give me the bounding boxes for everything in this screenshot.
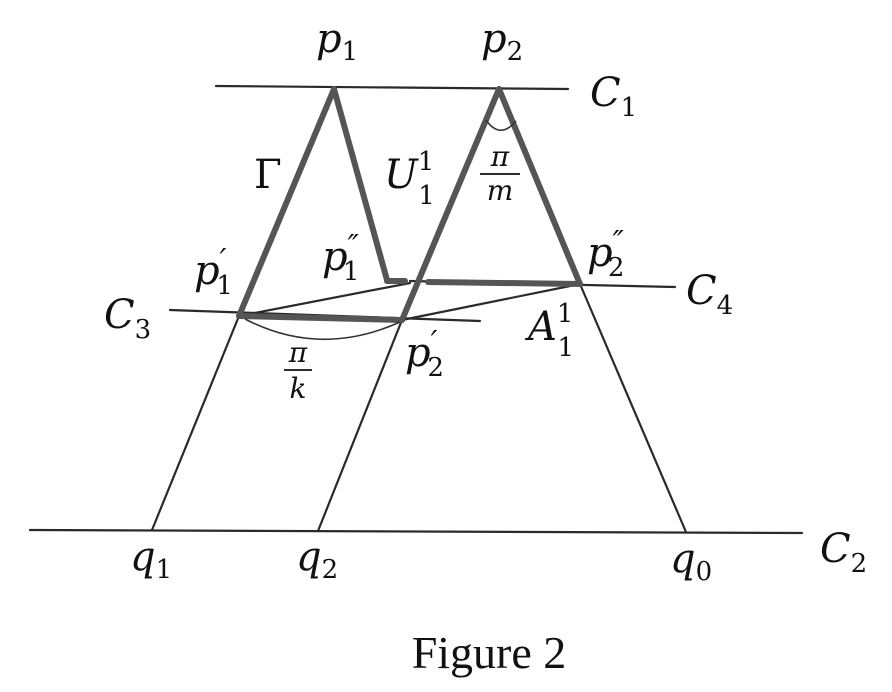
label-p2-prime: p′2	[405, 325, 444, 383]
label-c3: C3	[104, 292, 151, 345]
angle-arc-pi-m	[485, 119, 517, 132]
label-c1: C1	[590, 70, 637, 123]
figure-caption: Figure 2	[412, 627, 567, 678]
line-p2dprime-q0	[578, 282, 688, 534]
label-c4: C4	[686, 268, 733, 321]
label-q1: q1	[130, 534, 172, 585]
edge-p1prime-p2prime	[236, 313, 405, 323]
angle-pi-k-numerator: π	[288, 336, 308, 369]
label-gamma: Γ	[254, 152, 282, 198]
angle-label-pi-m: π m	[480, 140, 520, 207]
label-c2: C2	[820, 526, 867, 579]
line-p1prime-q1	[150, 314, 241, 532]
label-p2: p2	[481, 16, 523, 67]
angle-arc-pi-k	[244, 318, 401, 341]
line-p1prime-p1dprime	[237, 281, 412, 318]
label-p2-dprime: p″2	[587, 225, 625, 283]
angle-pi-k-denominator: k	[290, 372, 307, 405]
label-q0: q0	[670, 536, 712, 587]
label-p1-prime: p′1	[194, 243, 233, 301]
angle-pi-m-denominator: m	[487, 174, 514, 207]
edge-p2-p2prime	[399, 86, 502, 323]
line-c2	[28, 528, 804, 535]
edge-p2-p2dprime	[496, 86, 583, 287]
line-c1	[214, 84, 570, 91]
edge-p1-p1dprime	[331, 86, 390, 283]
edge-c4-segment	[425, 279, 583, 287]
label-q2: q2	[296, 534, 338, 585]
angle-pi-m-numerator: π	[490, 140, 510, 173]
label-p1: p1	[316, 16, 358, 67]
line-p2prime-p2dprime	[400, 282, 582, 322]
edge-gamma-p1-p1prime	[236, 86, 337, 319]
angle-label-pi-k: π k	[284, 336, 312, 405]
label-p1-dprime: p″1	[322, 229, 360, 287]
line-p2prime-q2	[316, 318, 404, 533]
